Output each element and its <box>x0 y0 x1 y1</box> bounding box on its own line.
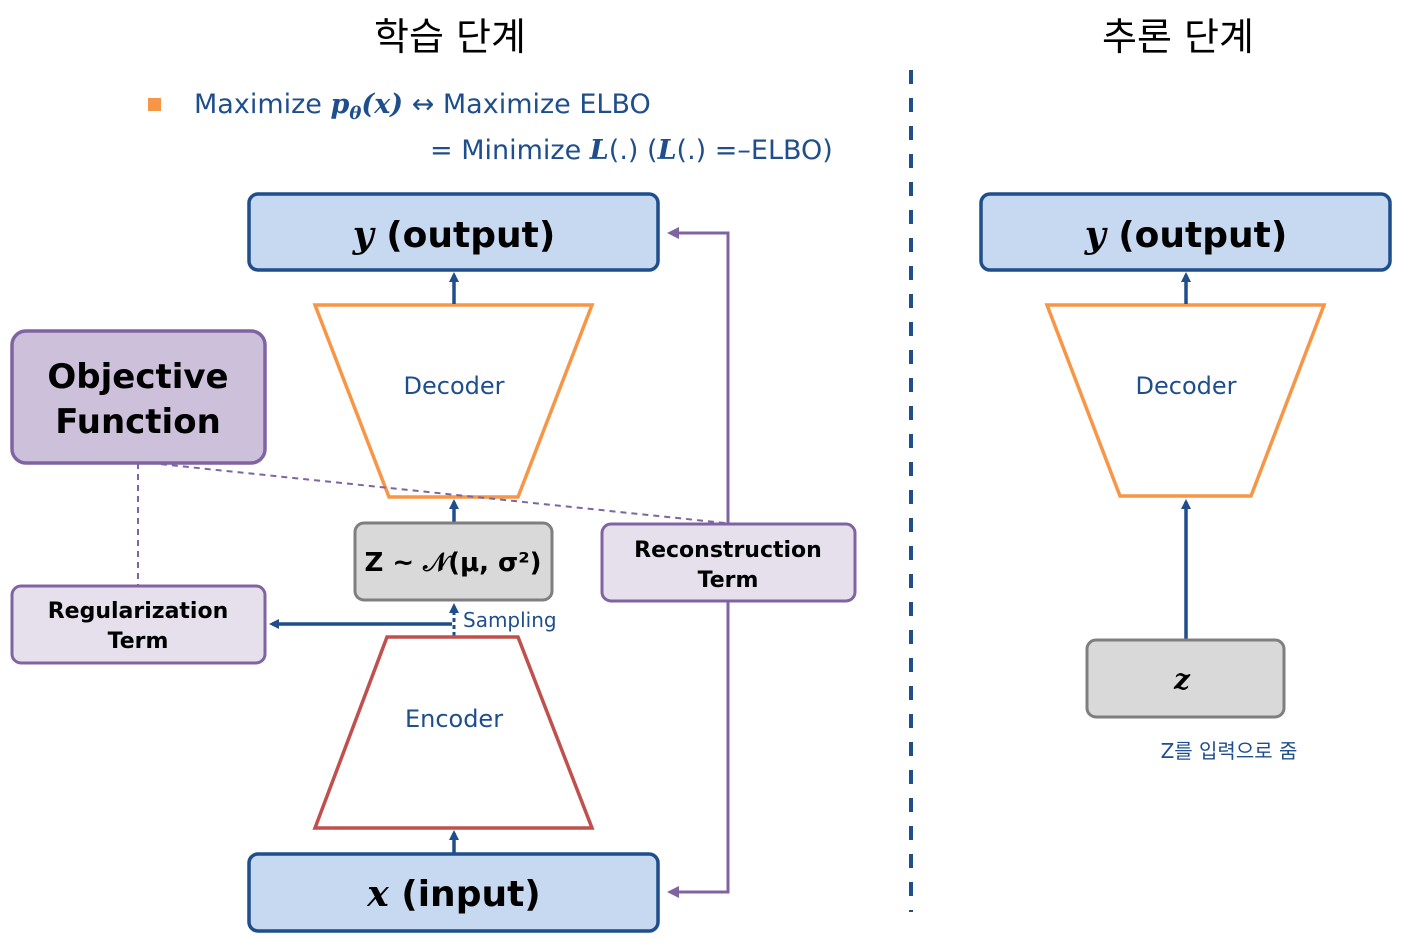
encoder-shape <box>312 635 595 830</box>
reconstruction-term-label-line2: Term <box>698 568 759 593</box>
objective-function-label-line2: Function <box>55 402 221 442</box>
latent-distribution-box <box>353 521 554 602</box>
z-input-caption: Z를 입력으로 줌 <box>1161 739 1298 763</box>
infer-decoder-label: Decoder <box>1136 372 1237 400</box>
train-input-box <box>247 852 660 933</box>
infer-output-label: y (output) <box>1084 214 1288 256</box>
objective-function-label-line1: Objective <box>47 357 228 397</box>
train-decoder-shape <box>312 303 595 499</box>
reconstruction-to-output-arrow <box>667 227 730 523</box>
infer-decoder-shape <box>1044 303 1327 498</box>
z-input-box <box>1085 638 1286 719</box>
sampling-label: Sampling <box>463 608 557 632</box>
formula-line-1: Maximize pθ(x) ↔ Maximize ELBO <box>194 89 651 124</box>
z-input-label: z <box>1173 663 1191 696</box>
regularization-term-label-line1: Regularization <box>48 599 229 624</box>
objective-to-reconstruction-dashed <box>149 462 726 524</box>
regularization-term-label-line2: Term <box>108 629 169 654</box>
latent-distribution-label: Z ~ 𝒩(μ, σ²) <box>364 548 541 578</box>
train-output-box <box>247 192 660 272</box>
formula-bullet <box>148 98 161 111</box>
encoder-label: Encoder <box>405 705 503 733</box>
reconstruction-to-input-arrow <box>667 601 730 898</box>
train-decoder-label: Decoder <box>404 372 505 400</box>
train-output-label: y (output) <box>352 214 556 256</box>
reconstruction-term-label-line1: Reconstruction <box>634 538 822 563</box>
inference-stage-heading: 추론 단계 <box>1102 15 1254 59</box>
training-stage-heading: 학습 단계 <box>374 15 526 59</box>
objective-function-box <box>10 329 267 465</box>
formula-line-2: = Minimize L(.) (L(.) =–ELBO) <box>430 135 833 166</box>
train-input-label: x (input) <box>366 873 541 915</box>
regularization-term-box <box>10 584 267 665</box>
infer-output-box <box>979 192 1392 272</box>
